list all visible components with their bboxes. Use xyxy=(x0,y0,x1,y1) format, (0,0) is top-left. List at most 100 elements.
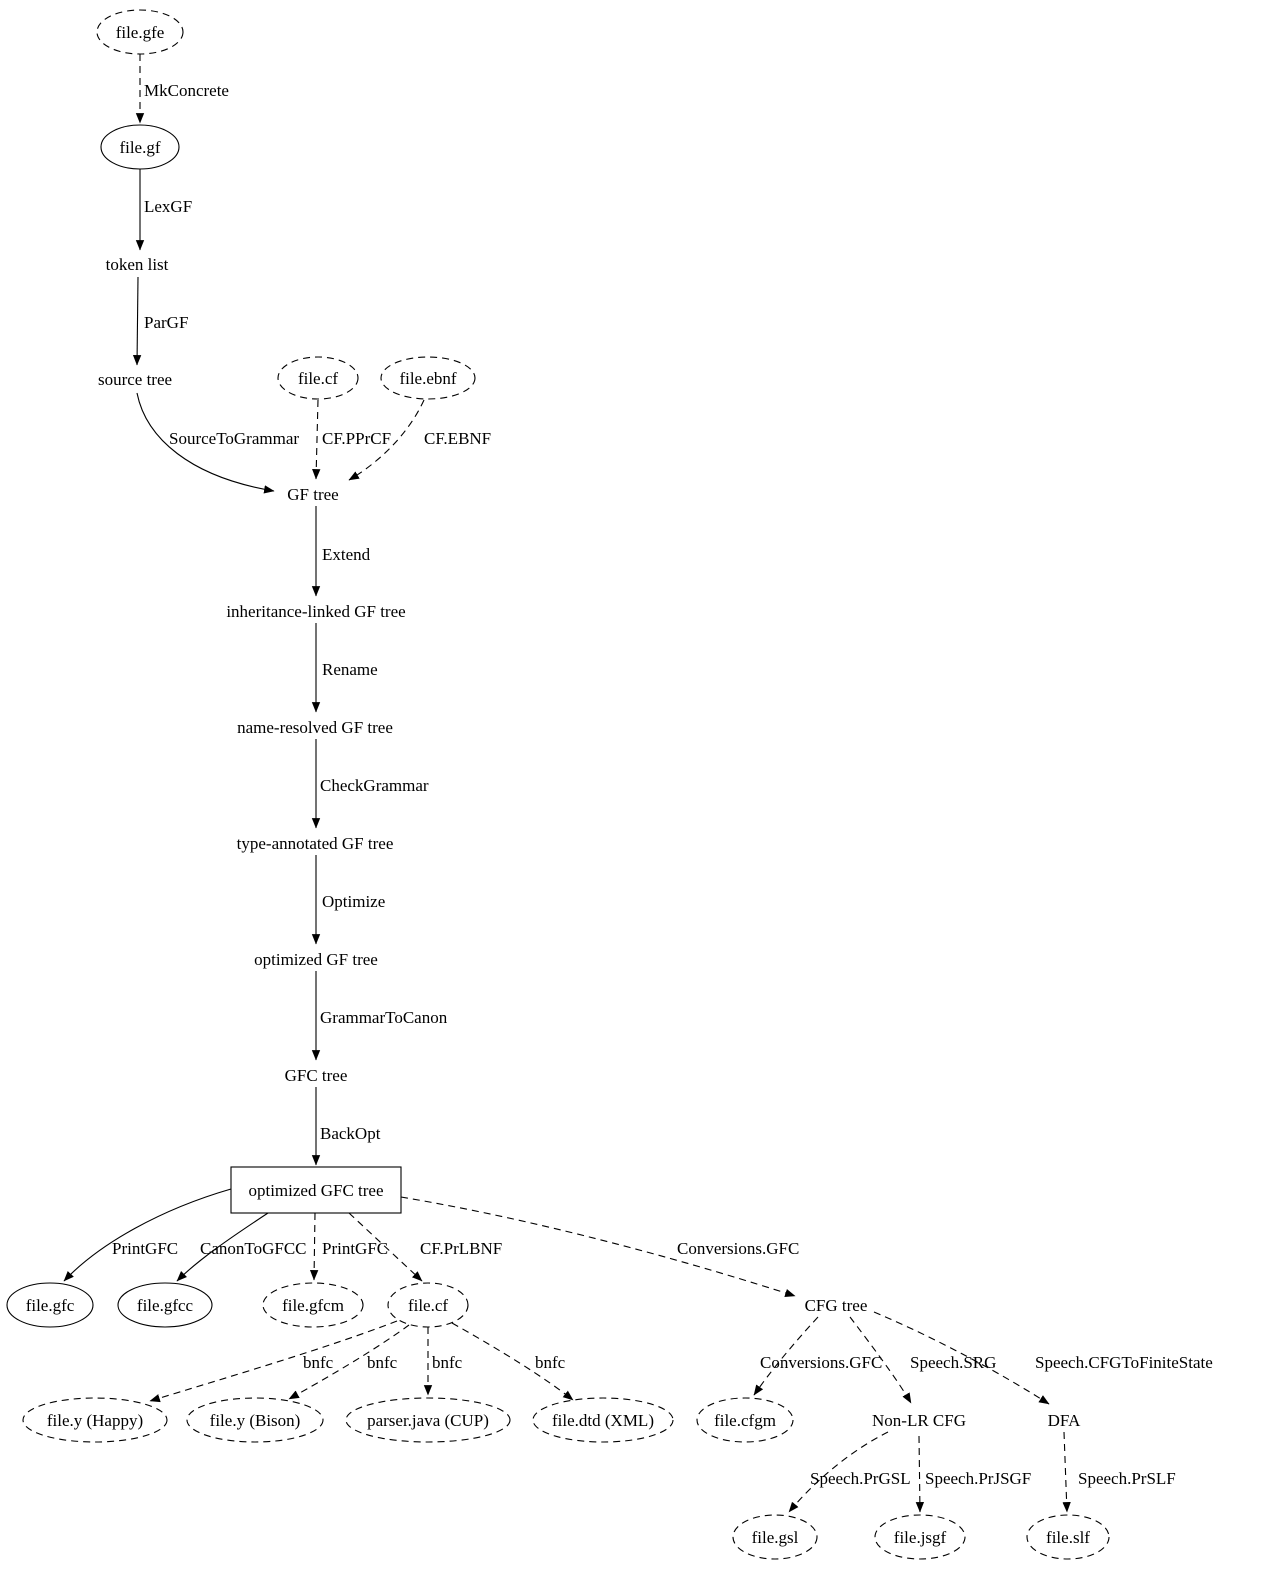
edge-non_lr_cfg-to-file_gsl: Speech.PrGSL xyxy=(788,1431,911,1513)
node-file_slf: file.slf xyxy=(1026,1514,1110,1560)
edge-label-file_gfe-to-file_gf: MkConcrete xyxy=(144,81,229,100)
edge-line xyxy=(788,1431,889,1513)
edge-dfa-to-file_slf: Speech.PrSLF xyxy=(1062,1431,1176,1513)
node-type_annotated_gf_tree: type-annotated GF tree xyxy=(237,834,394,853)
node-file_jsgf: file.jsgf xyxy=(874,1514,966,1560)
node-label-file_gfc: file.gfc xyxy=(26,1296,75,1315)
edge-optimized_gfc_tree-to-file_gfc: PrintGFC xyxy=(63,1188,232,1282)
node-file_gf: file.gf xyxy=(100,124,180,170)
edge-label-file_gf-to-token_list: LexGF xyxy=(144,197,192,216)
edge-gfc_tree-to-optimized_gfc_tree: BackOpt xyxy=(311,1087,381,1166)
node-source_tree: source tree xyxy=(98,370,172,389)
edge-label-cfg_tree-to-non_lr_cfg: Speech.SRG xyxy=(910,1353,996,1372)
edge-label-file_cf_top-to-gf_tree: CF.PPrCF xyxy=(322,429,391,448)
edge-line xyxy=(149,1320,398,1403)
edge-token_list-to-source_tree: ParGF xyxy=(132,276,188,366)
node-label-source_tree: source tree xyxy=(98,370,172,389)
node-file_y_happy: file.y (Happy) xyxy=(22,1397,168,1443)
node-file_gfcm: file.gfcm xyxy=(262,1282,364,1328)
edge-non_lr_cfg-to-file_jsgf: Speech.PrJSGF xyxy=(915,1435,1031,1513)
node-label-optimized_gf_tree: optimized GF tree xyxy=(254,950,378,969)
node-label-file_y_bison: file.y (Bison) xyxy=(210,1411,301,1430)
edge-line xyxy=(132,276,142,366)
node-label-gfc_tree: GFC tree xyxy=(285,1066,348,1085)
node-file_cfgm: file.cfgm xyxy=(696,1397,794,1443)
node-ellipse-file_gfc xyxy=(6,1282,94,1328)
edge-file_cf_top-to-gf_tree: CF.PPrCF xyxy=(312,399,391,480)
edge-name_resolved_gf_tree-to-type_annotated_gf_tree: CheckGrammar xyxy=(311,739,429,829)
edge-line xyxy=(312,399,321,480)
node-inheritance_linked_gf_tree: inheritance-linked GF tree xyxy=(226,602,405,621)
node-ellipse-file_jsgf xyxy=(874,1514,966,1560)
node-label-file_cf_top: file.cf xyxy=(298,369,338,388)
edge-label-file_cf_bottom-to-parser_java_cup: bnfc xyxy=(432,1353,463,1372)
node-box-optimized_gfc_tree xyxy=(230,1166,402,1214)
node-cfg_tree: CFG tree xyxy=(805,1296,868,1315)
node-label-file_gfe: file.gfe xyxy=(116,23,165,42)
node-token_list: token list xyxy=(106,255,169,274)
edge-label-source_tree-to-gf_tree: SourceToGrammar xyxy=(169,429,299,448)
node-optimized_gfc_tree: optimized GFC tree xyxy=(230,1166,402,1214)
edge-file_ebnf-to-gf_tree: CF.EBNF xyxy=(348,399,491,481)
edge-inheritance_linked_gf_tree-to-name_resolved_gf_tree: Rename xyxy=(311,623,378,713)
edge-label-token_list-to-source_tree: ParGF xyxy=(144,313,188,332)
node-label-file_cf_bottom: file.cf xyxy=(408,1296,448,1315)
node-ellipse-file_cfgm xyxy=(696,1397,794,1443)
edge-label-gf_tree-to-inheritance_linked_gf_tree: Extend xyxy=(322,545,371,564)
node-file_gfc: file.gfc xyxy=(6,1282,94,1328)
edge-line xyxy=(873,1311,1050,1405)
node-ellipse-file_cf_bottom xyxy=(387,1282,469,1328)
node-ellipse-file_gfcc xyxy=(117,1282,213,1328)
node-dfa: DFA xyxy=(1048,1411,1081,1430)
edge-gf_tree-to-inheritance_linked_gf_tree: Extend xyxy=(311,506,371,597)
node-label-file_gf: file.gf xyxy=(119,138,160,157)
edge-line xyxy=(348,399,425,481)
node-label-file_jsgf: file.jsgf xyxy=(894,1528,947,1547)
node-label-file_dtd_xml: file.dtd (XML) xyxy=(552,1411,654,1430)
edge-label-inheritance_linked_gf_tree-to-name_resolved_gf_tree: Rename xyxy=(322,660,378,679)
node-label-optimized_gfc_tree: optimized GFC tree xyxy=(248,1181,383,1200)
edge-label-file_cf_bottom-to-file_y_happy: bnfc xyxy=(303,1353,334,1372)
edge-type_annotated_gf_tree-to-optimized_gf_tree: Optimize xyxy=(311,855,385,945)
node-ellipse-file_y_happy xyxy=(22,1397,168,1443)
edge-label-name_resolved_gf_tree-to-type_annotated_gf_tree: CheckGrammar xyxy=(320,776,429,795)
edge-cfg_tree-to-file_cfgm: Conversions.GFC xyxy=(753,1316,882,1396)
edge-file_gfe-to-file_gf: MkConcrete xyxy=(135,54,229,124)
edge-optimized_gfc_tree-to-file_gfcc: CanonToGFCC xyxy=(176,1212,307,1282)
edge-line xyxy=(288,1324,410,1400)
node-ellipse-parser_java_cup xyxy=(345,1397,511,1443)
node-ellipse-file_dtd_xml xyxy=(532,1397,674,1443)
node-ellipse-file_ebnf xyxy=(380,356,476,400)
node-ellipse-file_cf_top xyxy=(277,356,359,400)
node-ellipse-file_gsl xyxy=(732,1514,818,1560)
edge-label-file_cf_bottom-to-file_y_bison: bnfc xyxy=(367,1353,398,1372)
node-parser_java_cup: parser.java (CUP) xyxy=(345,1397,511,1443)
edge-line xyxy=(348,1212,423,1282)
edge-label-file_ebnf-to-gf_tree: CF.EBNF xyxy=(424,429,491,448)
node-file_cf_top: file.cf xyxy=(277,356,359,400)
edge-label-non_lr_cfg-to-file_jsgf: Speech.PrJSGF xyxy=(925,1469,1031,1488)
node-ellipse-file_gfcm xyxy=(262,1282,364,1328)
node-label-cfg_tree: CFG tree xyxy=(805,1296,868,1315)
edge-source_tree-to-gf_tree: SourceToGrammar xyxy=(136,392,299,494)
node-file_y_bison: file.y (Bison) xyxy=(186,1397,324,1443)
edge-cfg_tree-to-dfa: Speech.CFGToFiniteState xyxy=(873,1311,1213,1405)
edge-optimized_gfc_tree-to-file_cf_bottom: CF.PrLBNF xyxy=(348,1212,502,1282)
edge-line xyxy=(63,1188,232,1282)
node-label-token_list: token list xyxy=(106,255,169,274)
edge-label-optimized_gfc_tree-to-file_gfc: PrintGFC xyxy=(112,1239,178,1258)
node-label-non_lr_cfg: Non-LR CFG xyxy=(872,1411,966,1430)
edge-optimized_gfc_tree-to-cfg_tree: Conversions.GFC xyxy=(400,1196,799,1297)
node-file_gfcc: file.gfcc xyxy=(117,1282,213,1328)
edge-line xyxy=(849,1316,912,1404)
node-ellipse-file_gfe xyxy=(96,9,184,55)
edge-label-type_annotated_gf_tree-to-optimized_gf_tree: Optimize xyxy=(322,892,385,911)
node-label-file_y_happy: file.y (Happy) xyxy=(47,1411,143,1430)
edge-line xyxy=(1062,1431,1071,1513)
node-ellipse-file_y_bison xyxy=(186,1397,324,1443)
node-ellipse-file_slf xyxy=(1026,1514,1110,1560)
edge-label-optimized_gfc_tree-to-cfg_tree: Conversions.GFC xyxy=(677,1239,799,1258)
node-label-file_gfcc: file.gfcc xyxy=(137,1296,194,1315)
